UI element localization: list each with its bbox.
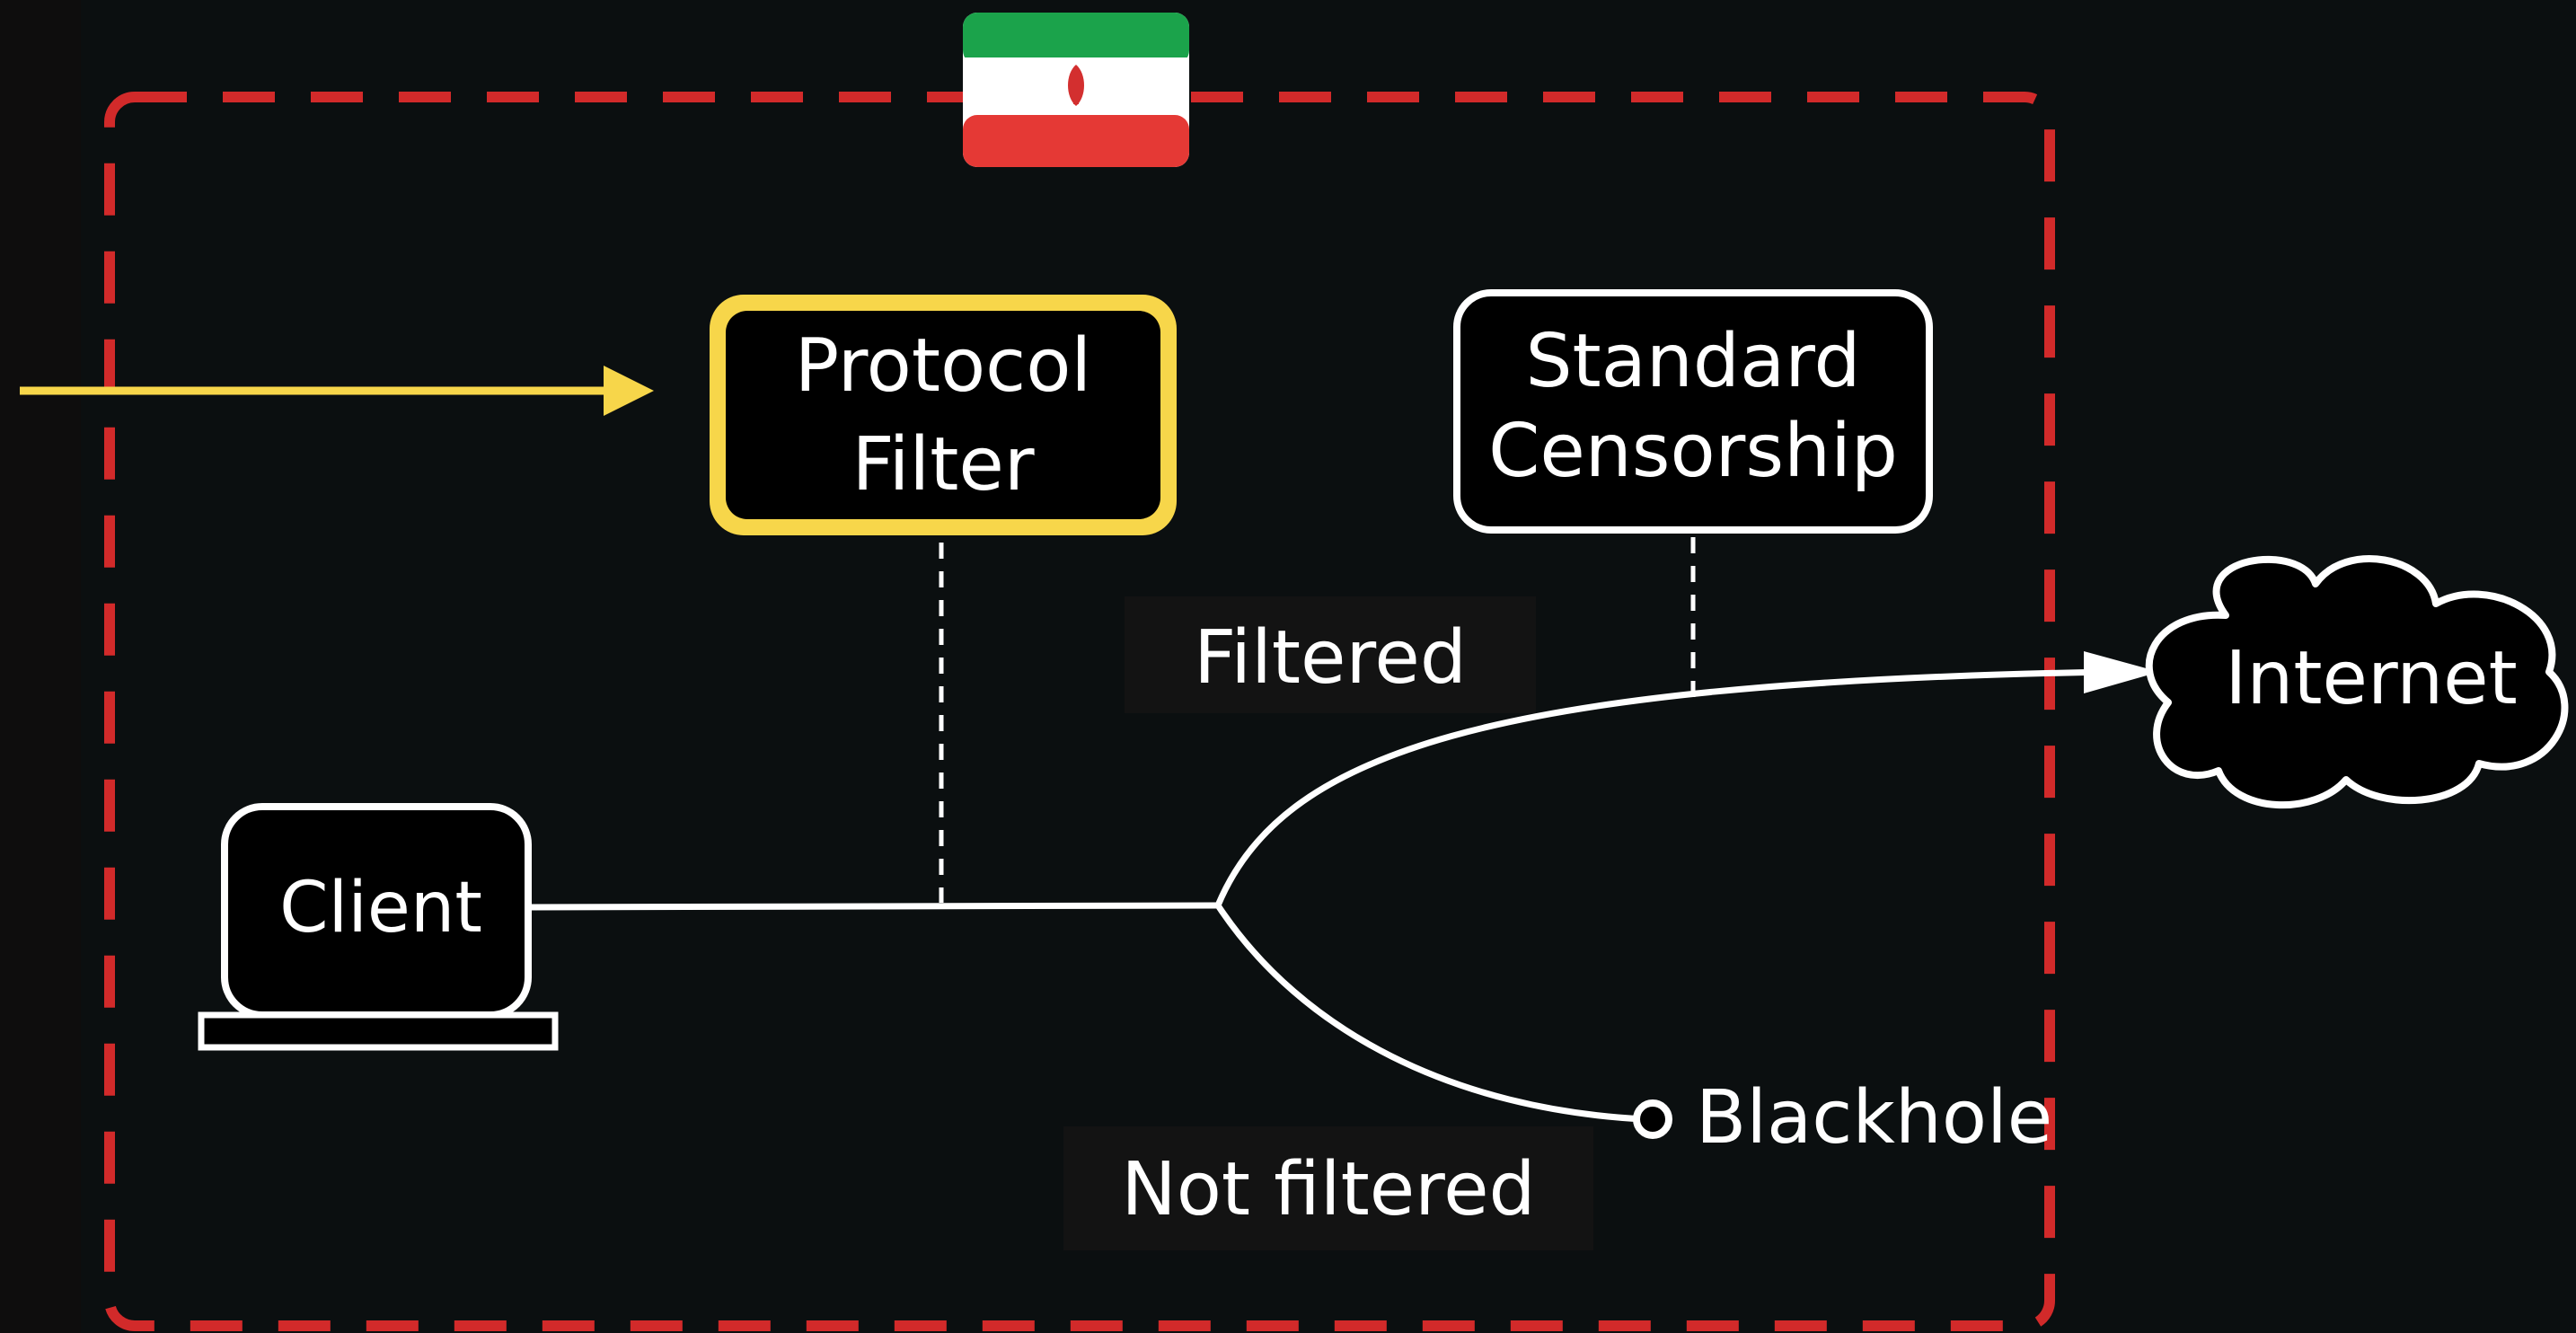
not-filtered-label: Not filtered — [1121, 1147, 1535, 1232]
blackhole-route-line — [1214, 902, 1647, 1123]
internet-route-line — [1214, 668, 2114, 909]
standard-censorship-node: Standard Censorship — [1453, 289, 1933, 534]
not-filtered-label-box — [1063, 1126, 1593, 1250]
blackhole-label: Blackhole — [1696, 1075, 2052, 1161]
protocol-filter-line2: Filter — [851, 422, 1034, 508]
protocol-filter-line1: Protocol — [795, 323, 1091, 409]
standard-censorship-line1: Standard — [1525, 319, 1860, 404]
internet-cloud-node: Internet — [2145, 555, 2569, 808]
internet-arrow-head — [2084, 651, 2159, 693]
filtered-label-box — [1125, 596, 1536, 713]
client-main-line — [528, 902, 1222, 911]
client-label: Client — [279, 868, 482, 949]
iran-flag-icon — [963, 13, 1189, 167]
iran-boundary — [104, 92, 2055, 1331]
blackhole-endpoint-icon — [1633, 1099, 1672, 1139]
internet-label: Internet — [2225, 636, 2518, 721]
left-shadow-strip — [0, 0, 81, 1333]
client-node: Client — [198, 803, 559, 1051]
standard-censorship-line2: Censorship — [1488, 409, 1898, 494]
protocol-filter-node: Protocol Filter — [710, 295, 1177, 535]
incoming-arrow-head — [604, 366, 654, 416]
filtered-label: Filtered — [1194, 615, 1467, 701]
